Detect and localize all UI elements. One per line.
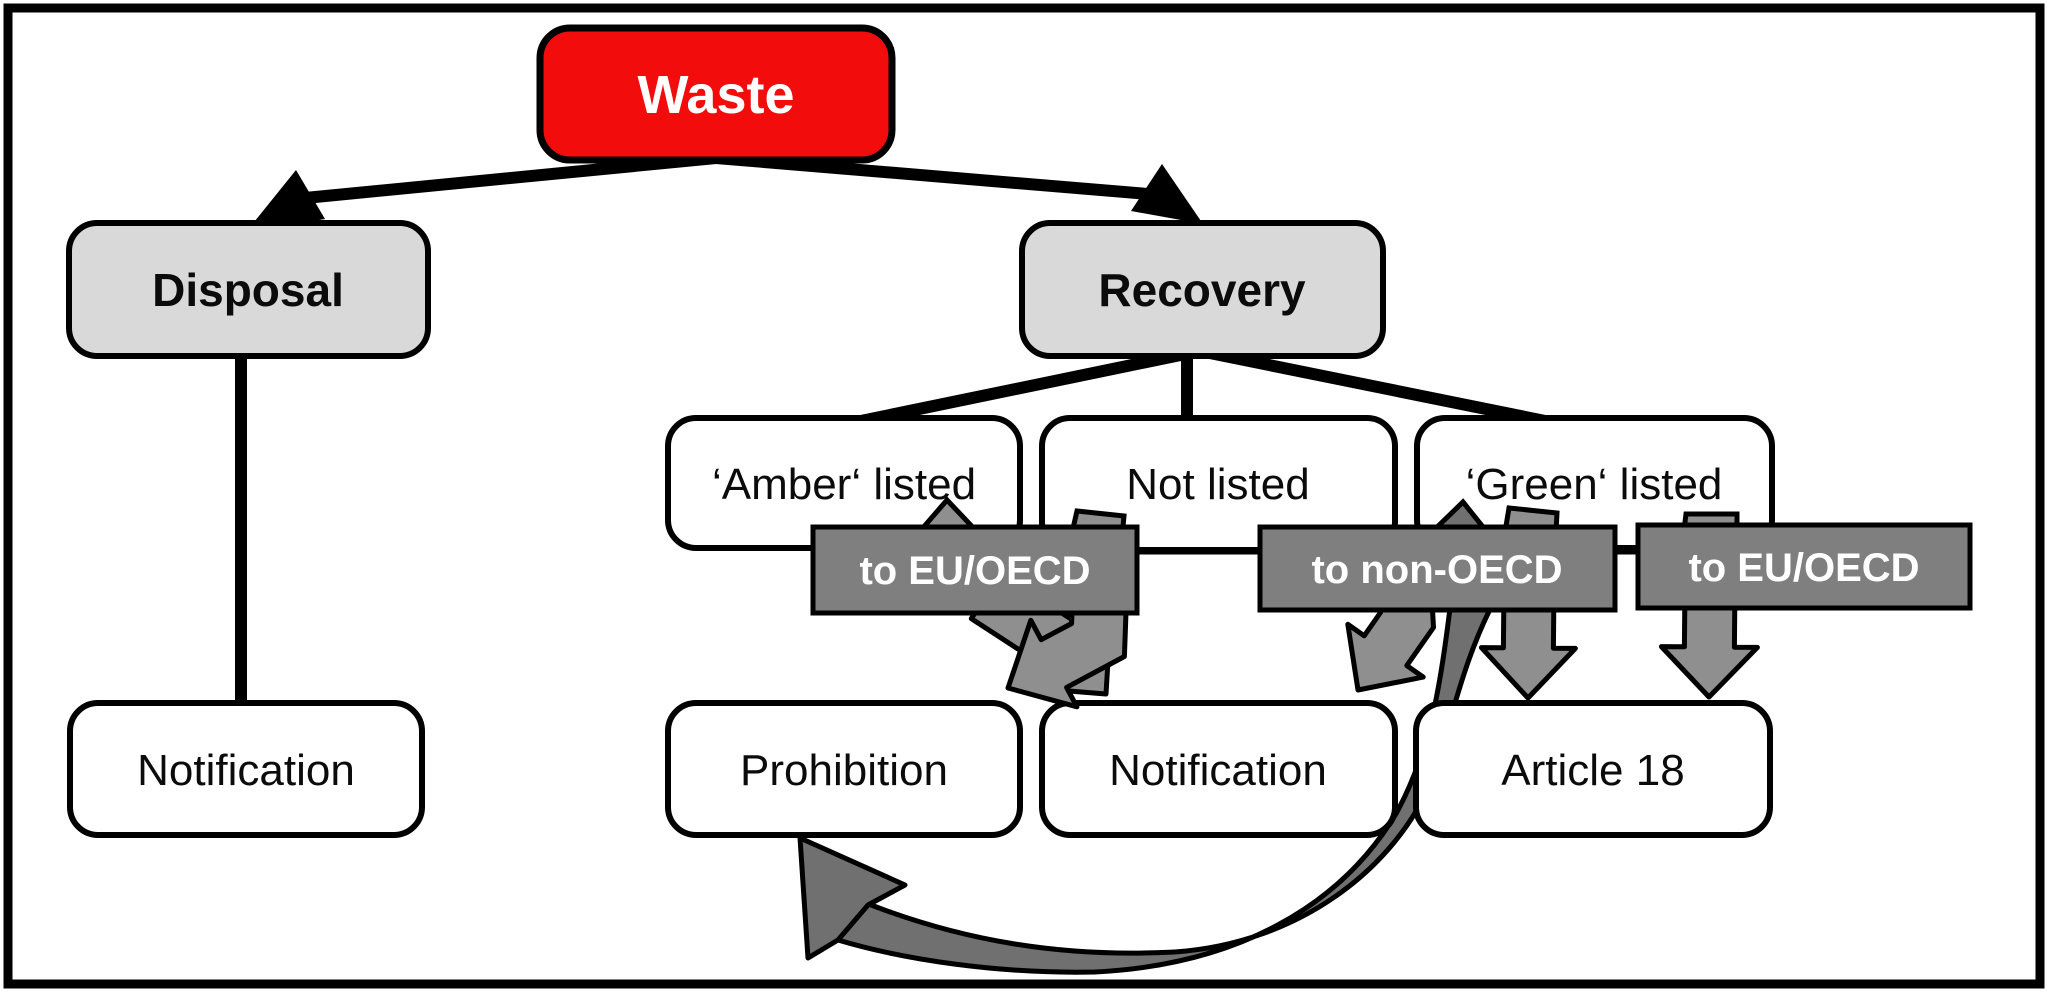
node-notification-recovery [1039, 700, 1398, 838]
node-disposal-label: Disposal [152, 264, 344, 316]
node-recovery [1019, 220, 1386, 359]
arrowhead-to-recovery-icon [1131, 164, 1203, 224]
connector-waste-to-recovery [715, 152, 1161, 201]
banner-non-oecd-label: to non-OECD [1311, 548, 1562, 592]
node-waste [536, 24, 896, 164]
destination-banners: to EU/OECD to non-OECD to EU/OECD [810, 522, 1973, 616]
node-article-18-label: Article 18 [1501, 746, 1684, 795]
top-nodes: Waste Disposal Recovery [66, 24, 1386, 359]
node-notification-recovery-label: Notification [1109, 746, 1327, 795]
node-notification-disposal-label: Notification [137, 746, 355, 795]
banner-green-eu-oecd [1635, 522, 1973, 611]
node-not-listed [1039, 415, 1398, 553]
connector-recovery-to-amber [854, 345, 1202, 428]
node-prohibition [665, 700, 1023, 838]
banner-green-eu-oecd-label: to EU/OECD [1688, 546, 1919, 590]
node-green-listed-label: ‘Green‘ listed [1466, 460, 1723, 509]
node-amber-listed-label: ‘Amber‘ listed [712, 460, 976, 509]
node-waste-label: Waste [637, 65, 794, 125]
curved-band-arrowhead-icon [797, 835, 908, 961]
node-article-18 [1413, 700, 1773, 838]
banner-amber-eu-oecd [810, 524, 1140, 616]
connector-waste-to-disposal [304, 152, 717, 204]
arrowhead-to-disposal-icon [246, 170, 325, 232]
connector-recovery-to-green [1198, 345, 1552, 428]
banner-amber-eu-oecd-label: to EU/OECD [859, 549, 1090, 593]
banner-non-oecd [1257, 524, 1618, 613]
node-recovery-label: Recovery [1098, 264, 1306, 316]
node-prohibition-label: Prohibition [740, 746, 948, 795]
outcome-nodes: Notification Prohibition Notification Ar… [67, 700, 1773, 838]
node-notification-disposal [67, 700, 425, 838]
diagram-frame [3, 3, 2045, 989]
node-disposal [66, 220, 431, 359]
node-not-listed-label: Not listed [1126, 460, 1309, 509]
